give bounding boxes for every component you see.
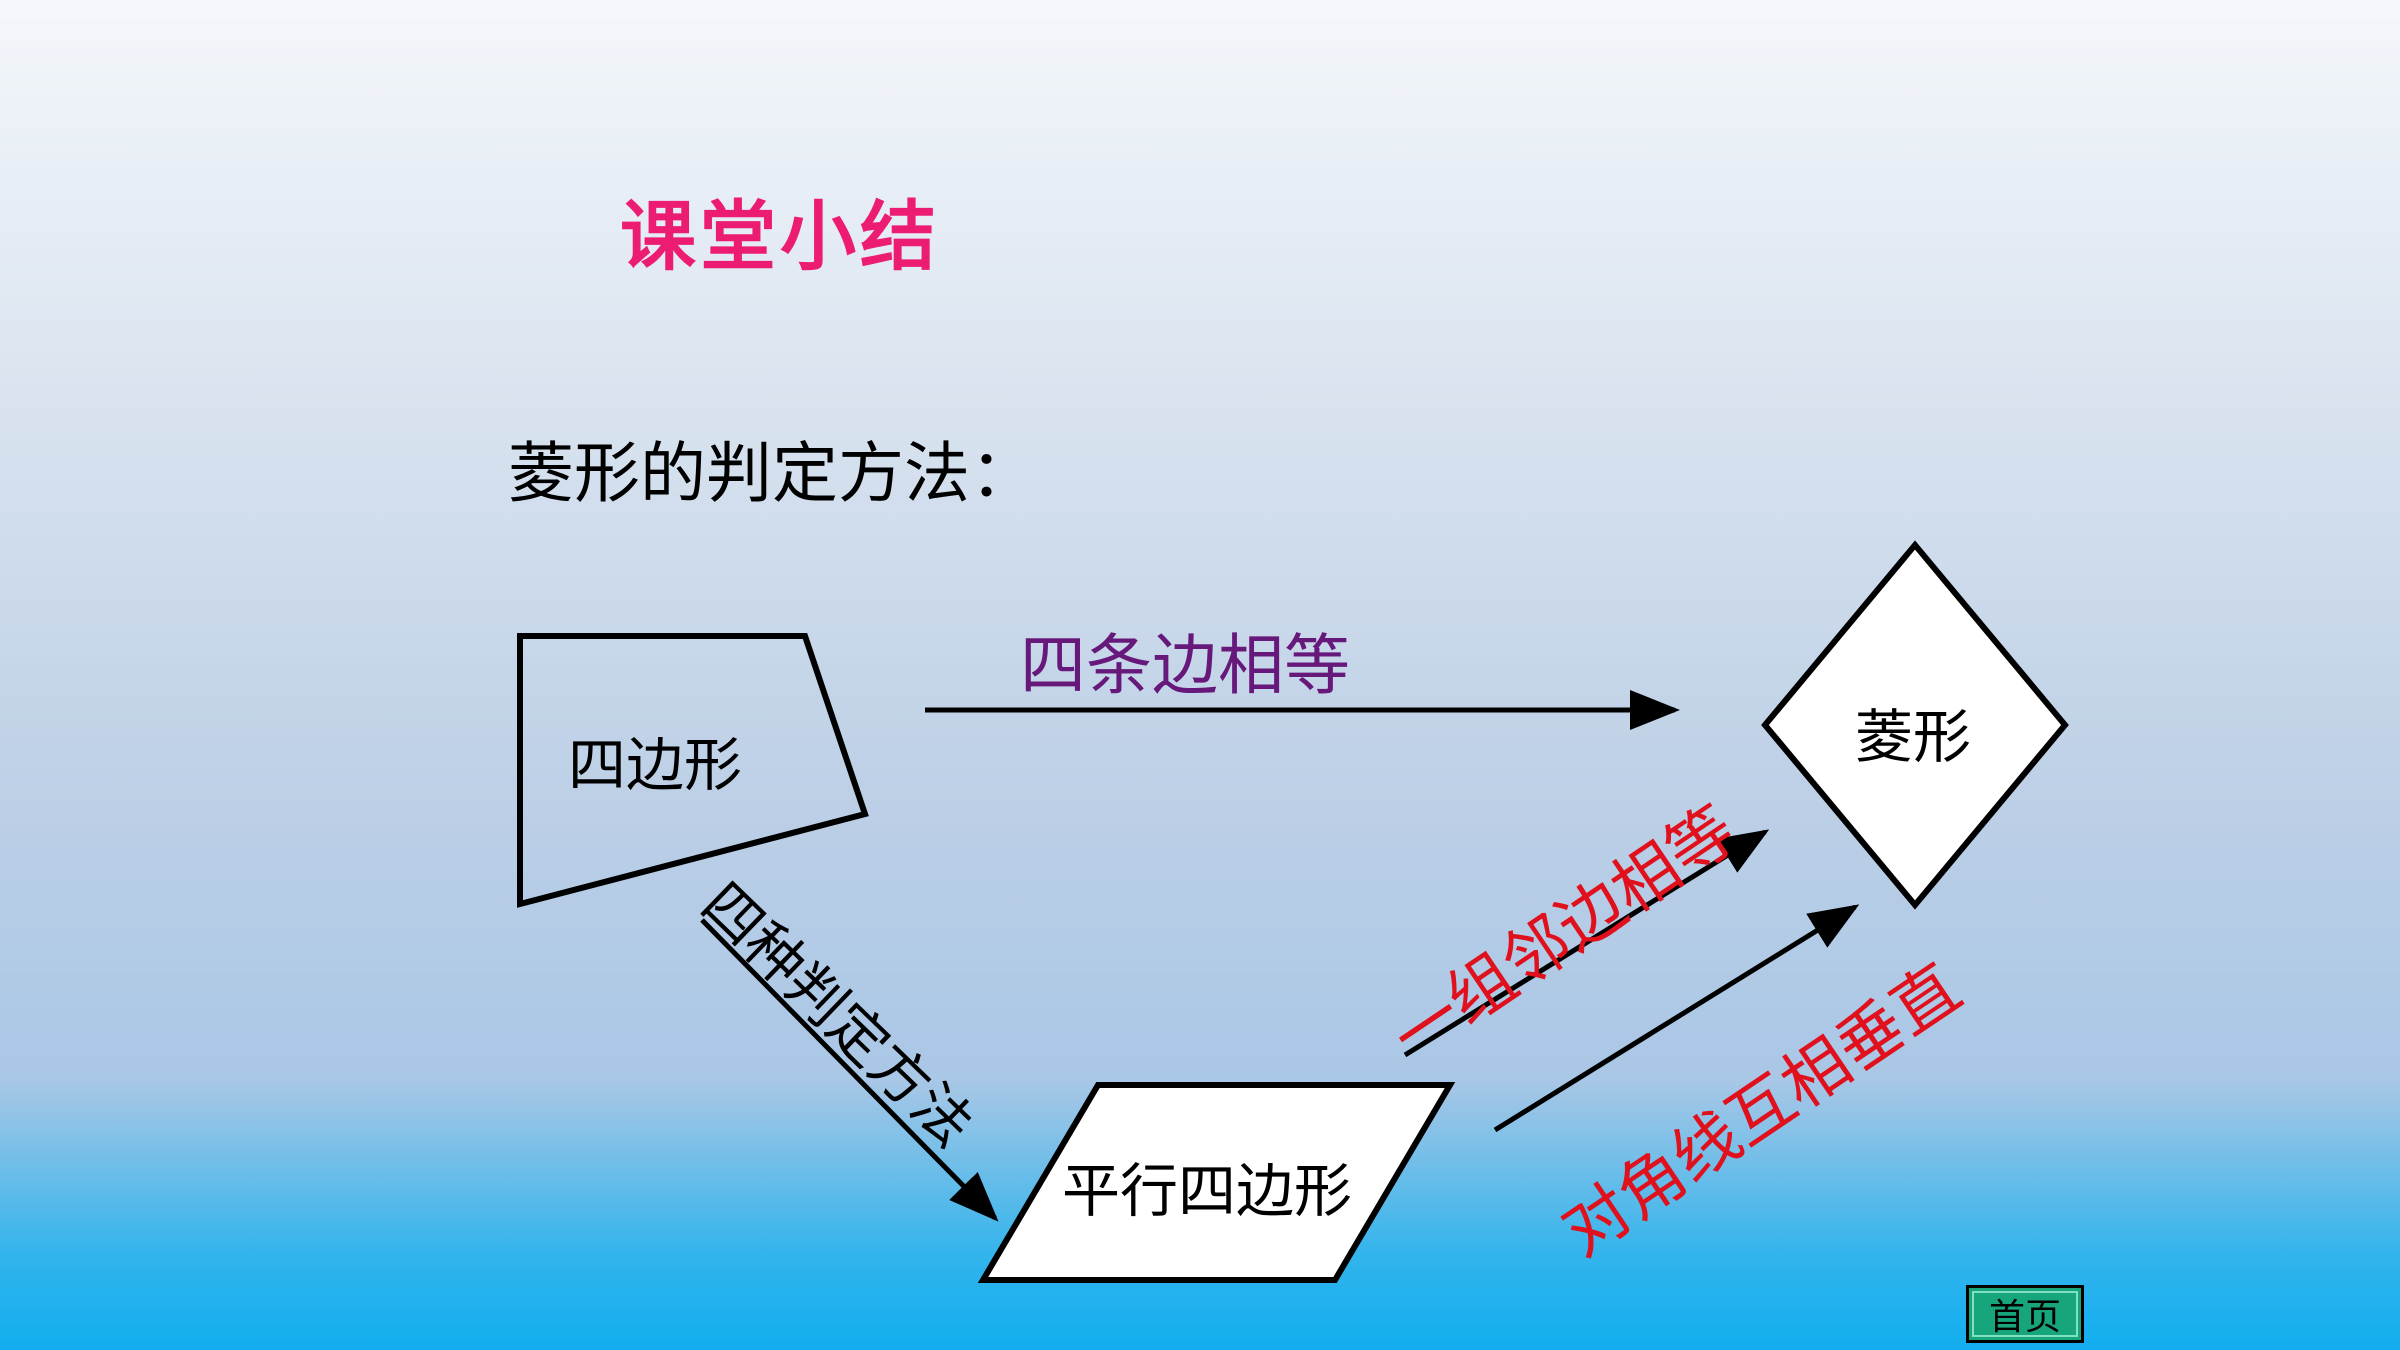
slide-subtitle: 菱形的判定方法： <box>508 435 1036 512</box>
parallelogram-shape <box>977 1082 1456 1283</box>
arrow-adjacent-sides <box>1403 829 1770 1058</box>
rhombus-label: 菱形 <box>1855 703 1972 771</box>
rhombus-shape <box>1761 540 2069 910</box>
quadrilateral-shape <box>517 633 869 908</box>
slide-title: 课堂小结 <box>620 192 940 281</box>
four-sides-equal-label: 四条边相等 <box>1020 627 1350 704</box>
parallelogram-label: 平行四边形 <box>1062 1157 1353 1225</box>
arrow-diagonals <box>1493 904 1860 1133</box>
quadrilateral-label: 四边形 <box>568 731 743 799</box>
home-button[interactable]: 首页 <box>1966 1285 2084 1343</box>
arrow-four-methods <box>700 918 999 1222</box>
